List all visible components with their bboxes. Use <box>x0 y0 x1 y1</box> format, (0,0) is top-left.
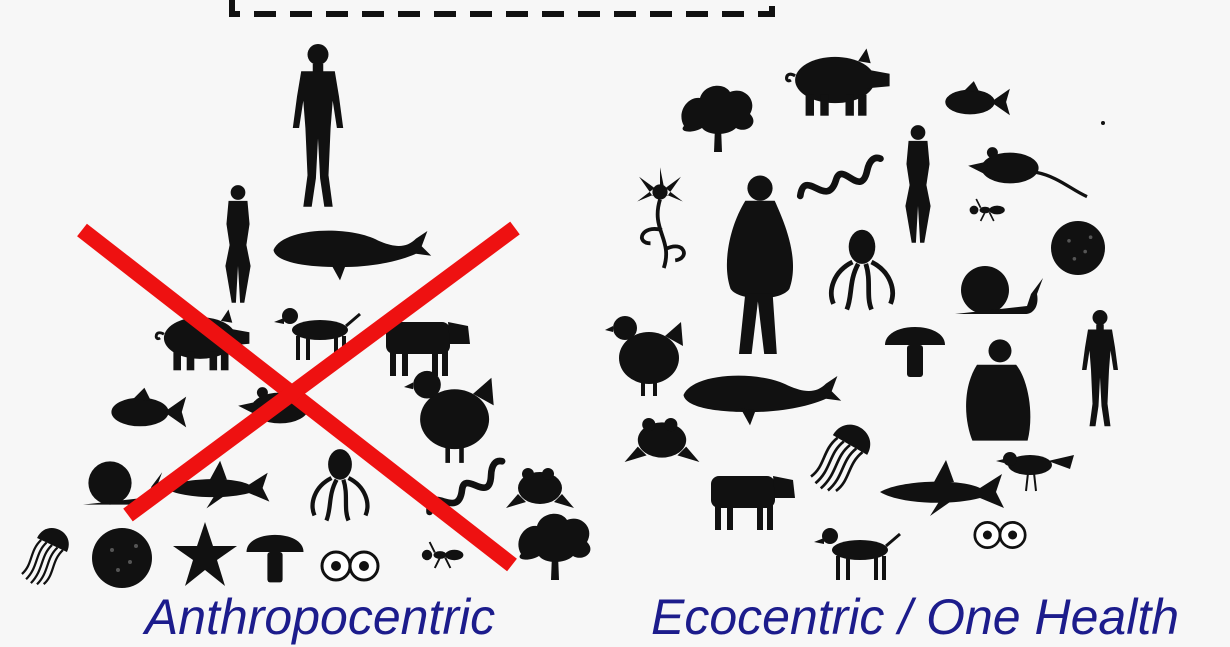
dot-mark <box>1101 121 1105 125</box>
caption-ecocentric: Ecocentric / One Health <box>615 588 1215 646</box>
soil-clump-icon <box>92 528 152 588</box>
caption-anthropocentric: Anthropocentric <box>120 588 520 646</box>
soil-clump-icon <box>1051 221 1105 275</box>
